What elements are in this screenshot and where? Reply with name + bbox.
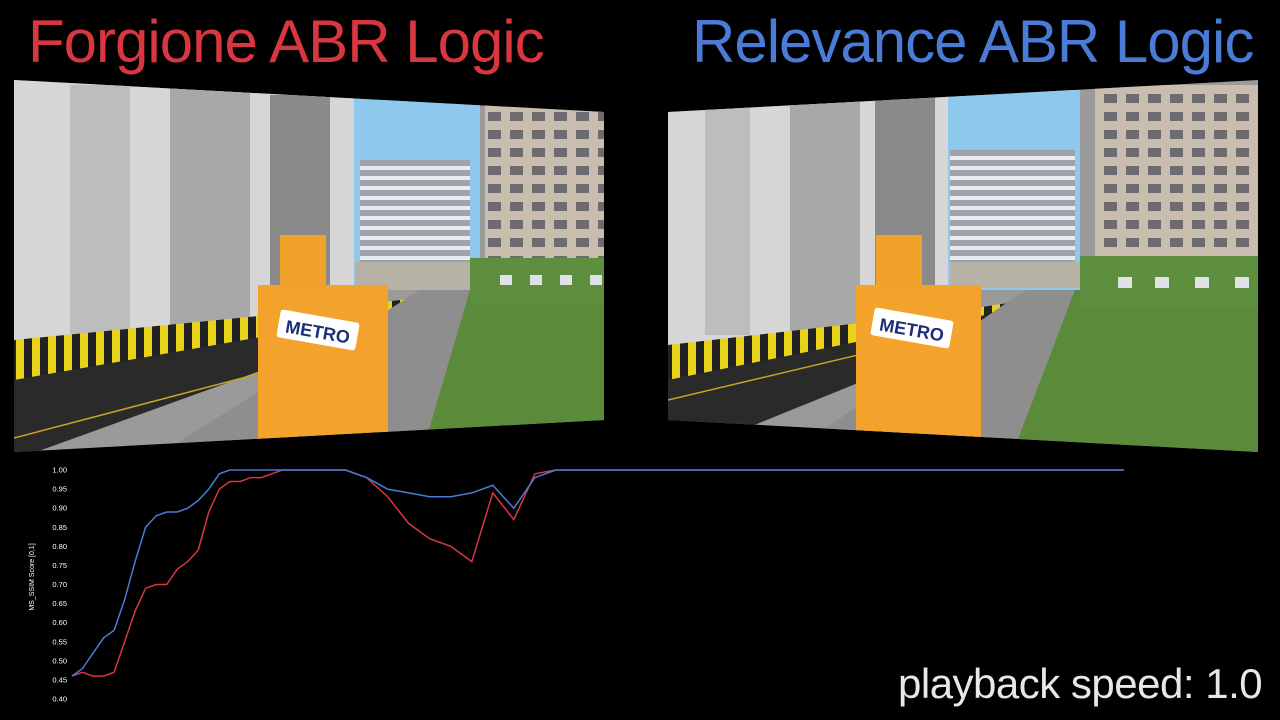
series-line-0 [71,469,1124,677]
y-tick-label: 0.45 [52,675,67,684]
scene-viewports: METRO METRO [14,80,1258,452]
kiosk [258,285,388,452]
right-viewport: METRO [668,80,1258,452]
distant-building [950,150,1075,270]
y-tick-label: 0.75 [52,561,67,570]
y-axis-label: MS_SSIM Score [0,1] [29,543,36,610]
left-title: Forgione ABR Logic [28,8,545,75]
distant-building [360,160,470,270]
left-viewport: METRO [14,80,604,452]
y-tick-label: 0.40 [52,695,67,704]
y-tick-label: 0.90 [52,504,67,513]
playback-speed-label: playback speed: 1.0 [898,660,1263,707]
series-line-1 [71,469,1124,677]
y-tick-label: 0.70 [52,580,67,589]
right-building [485,100,604,270]
y-tick-label: 0.65 [52,599,67,608]
y-tick-label: 0.50 [52,656,67,665]
right-title: Relevance ABR Logic [692,8,1254,75]
grass [420,290,604,452]
ssim-chart: MS_SSIM Score [0,1] 1.00 0.95 0.90 0.85 0.80… [29,466,1124,704]
y-tick-label: 0.85 [52,523,67,532]
y-tick-label: 1.00 [52,466,67,475]
y-tick-label: 0.60 [52,618,67,627]
right-building [1095,85,1258,265]
y-tick-label: 0.80 [52,542,67,551]
y-tick-label: 0.95 [52,485,67,494]
y-tick-label: 0.55 [52,637,67,646]
grass [1010,290,1258,452]
